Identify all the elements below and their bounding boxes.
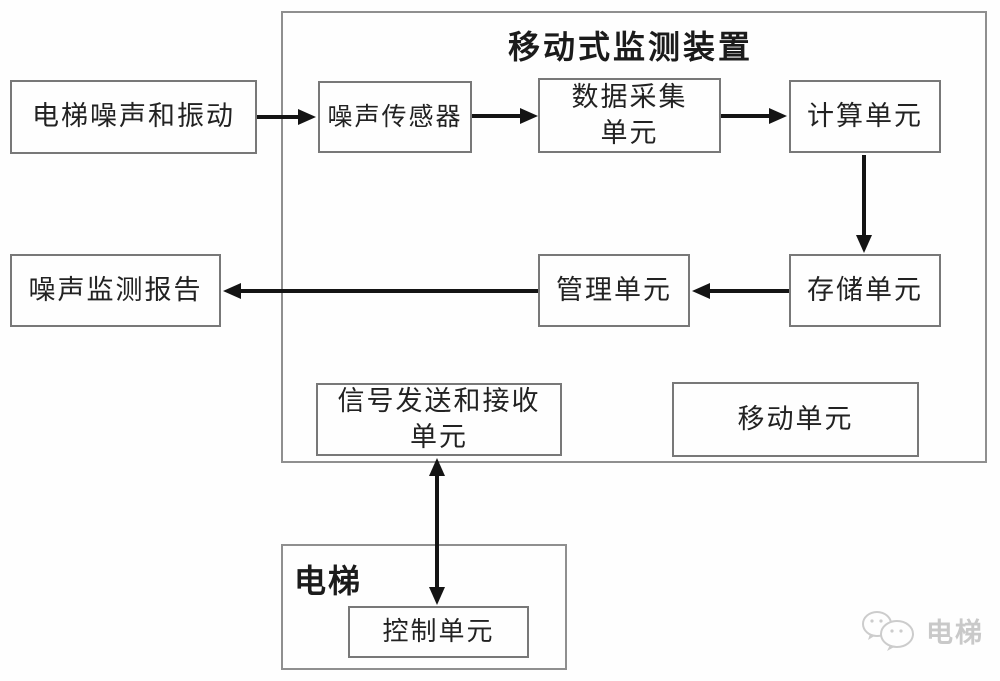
- node-label: 管理单元: [556, 274, 672, 305]
- watermark: 电梯: [860, 608, 984, 652]
- elevator-group-label: 电梯: [294, 563, 363, 599]
- node-label: 计算单元: [807, 100, 923, 131]
- node-label: 电梯噪声和振动: [32, 101, 235, 132]
- node-label: 数据采集 单元: [571, 82, 688, 148]
- node-label: 噪声传感器: [327, 102, 463, 131]
- node-elevator-noise: 电梯噪声和振动: [10, 80, 257, 154]
- wechat-logo-icon: [862, 611, 914, 651]
- node-control-unit: 控制单元: [348, 606, 529, 658]
- node-data-acquisition: 数据采集 单元: [538, 78, 721, 153]
- node-signal-transceiver: 信号发送和接收 单元: [316, 383, 562, 456]
- node-label: 噪声监测报告: [28, 274, 203, 305]
- node-management-unit: 管理单元: [538, 254, 690, 327]
- node-label: 移动单元: [737, 403, 854, 434]
- node-label: 控制单元: [382, 616, 495, 647]
- node-label: 存储单元: [807, 274, 923, 305]
- mobile-monitoring-device-group: [281, 11, 987, 463]
- diagram-title: 移动式监测装置: [508, 29, 754, 65]
- elevator-group: [281, 544, 567, 670]
- node-label: 信号发送和接收 单元: [337, 386, 541, 452]
- node-noise-sensor: 噪声传感器: [318, 81, 472, 153]
- node-mobile-unit: 移动单元: [672, 382, 919, 457]
- node-noise-report: 噪声监测报告: [10, 254, 221, 327]
- node-storage-unit: 存储单元: [789, 254, 941, 327]
- node-computing-unit: 计算单元: [789, 80, 941, 153]
- watermark-label: 电梯: [926, 617, 984, 648]
